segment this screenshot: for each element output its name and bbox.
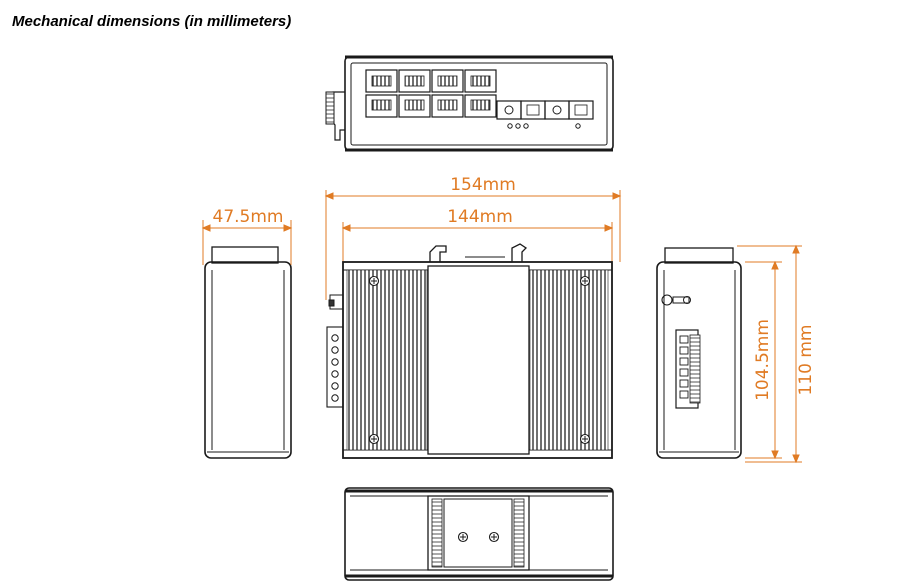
left-side-view: [204, 246, 292, 459]
width-dimension-lines: [324, 190, 622, 300]
fiber-ports: [496, 100, 594, 129]
page-title: Mechanical dimensions (in millimeters): [12, 13, 292, 30]
depth-label: 47.5mm: [213, 207, 284, 227]
right-side-view: [656, 247, 742, 459]
rj45-ports: [365, 69, 497, 118]
depth-dimension-lines: [201, 220, 293, 265]
width-inner-label: 144mm: [447, 207, 513, 227]
bottom-view: [344, 487, 614, 581]
height-outer-label: 110 mm: [796, 325, 816, 396]
height-dimension-lines: [737, 244, 802, 464]
height-inner-label: 104.5mm: [753, 319, 773, 401]
width-outer-label: 154mm: [450, 175, 516, 195]
top-view: [325, 55, 614, 152]
front-view: [326, 243, 613, 459]
